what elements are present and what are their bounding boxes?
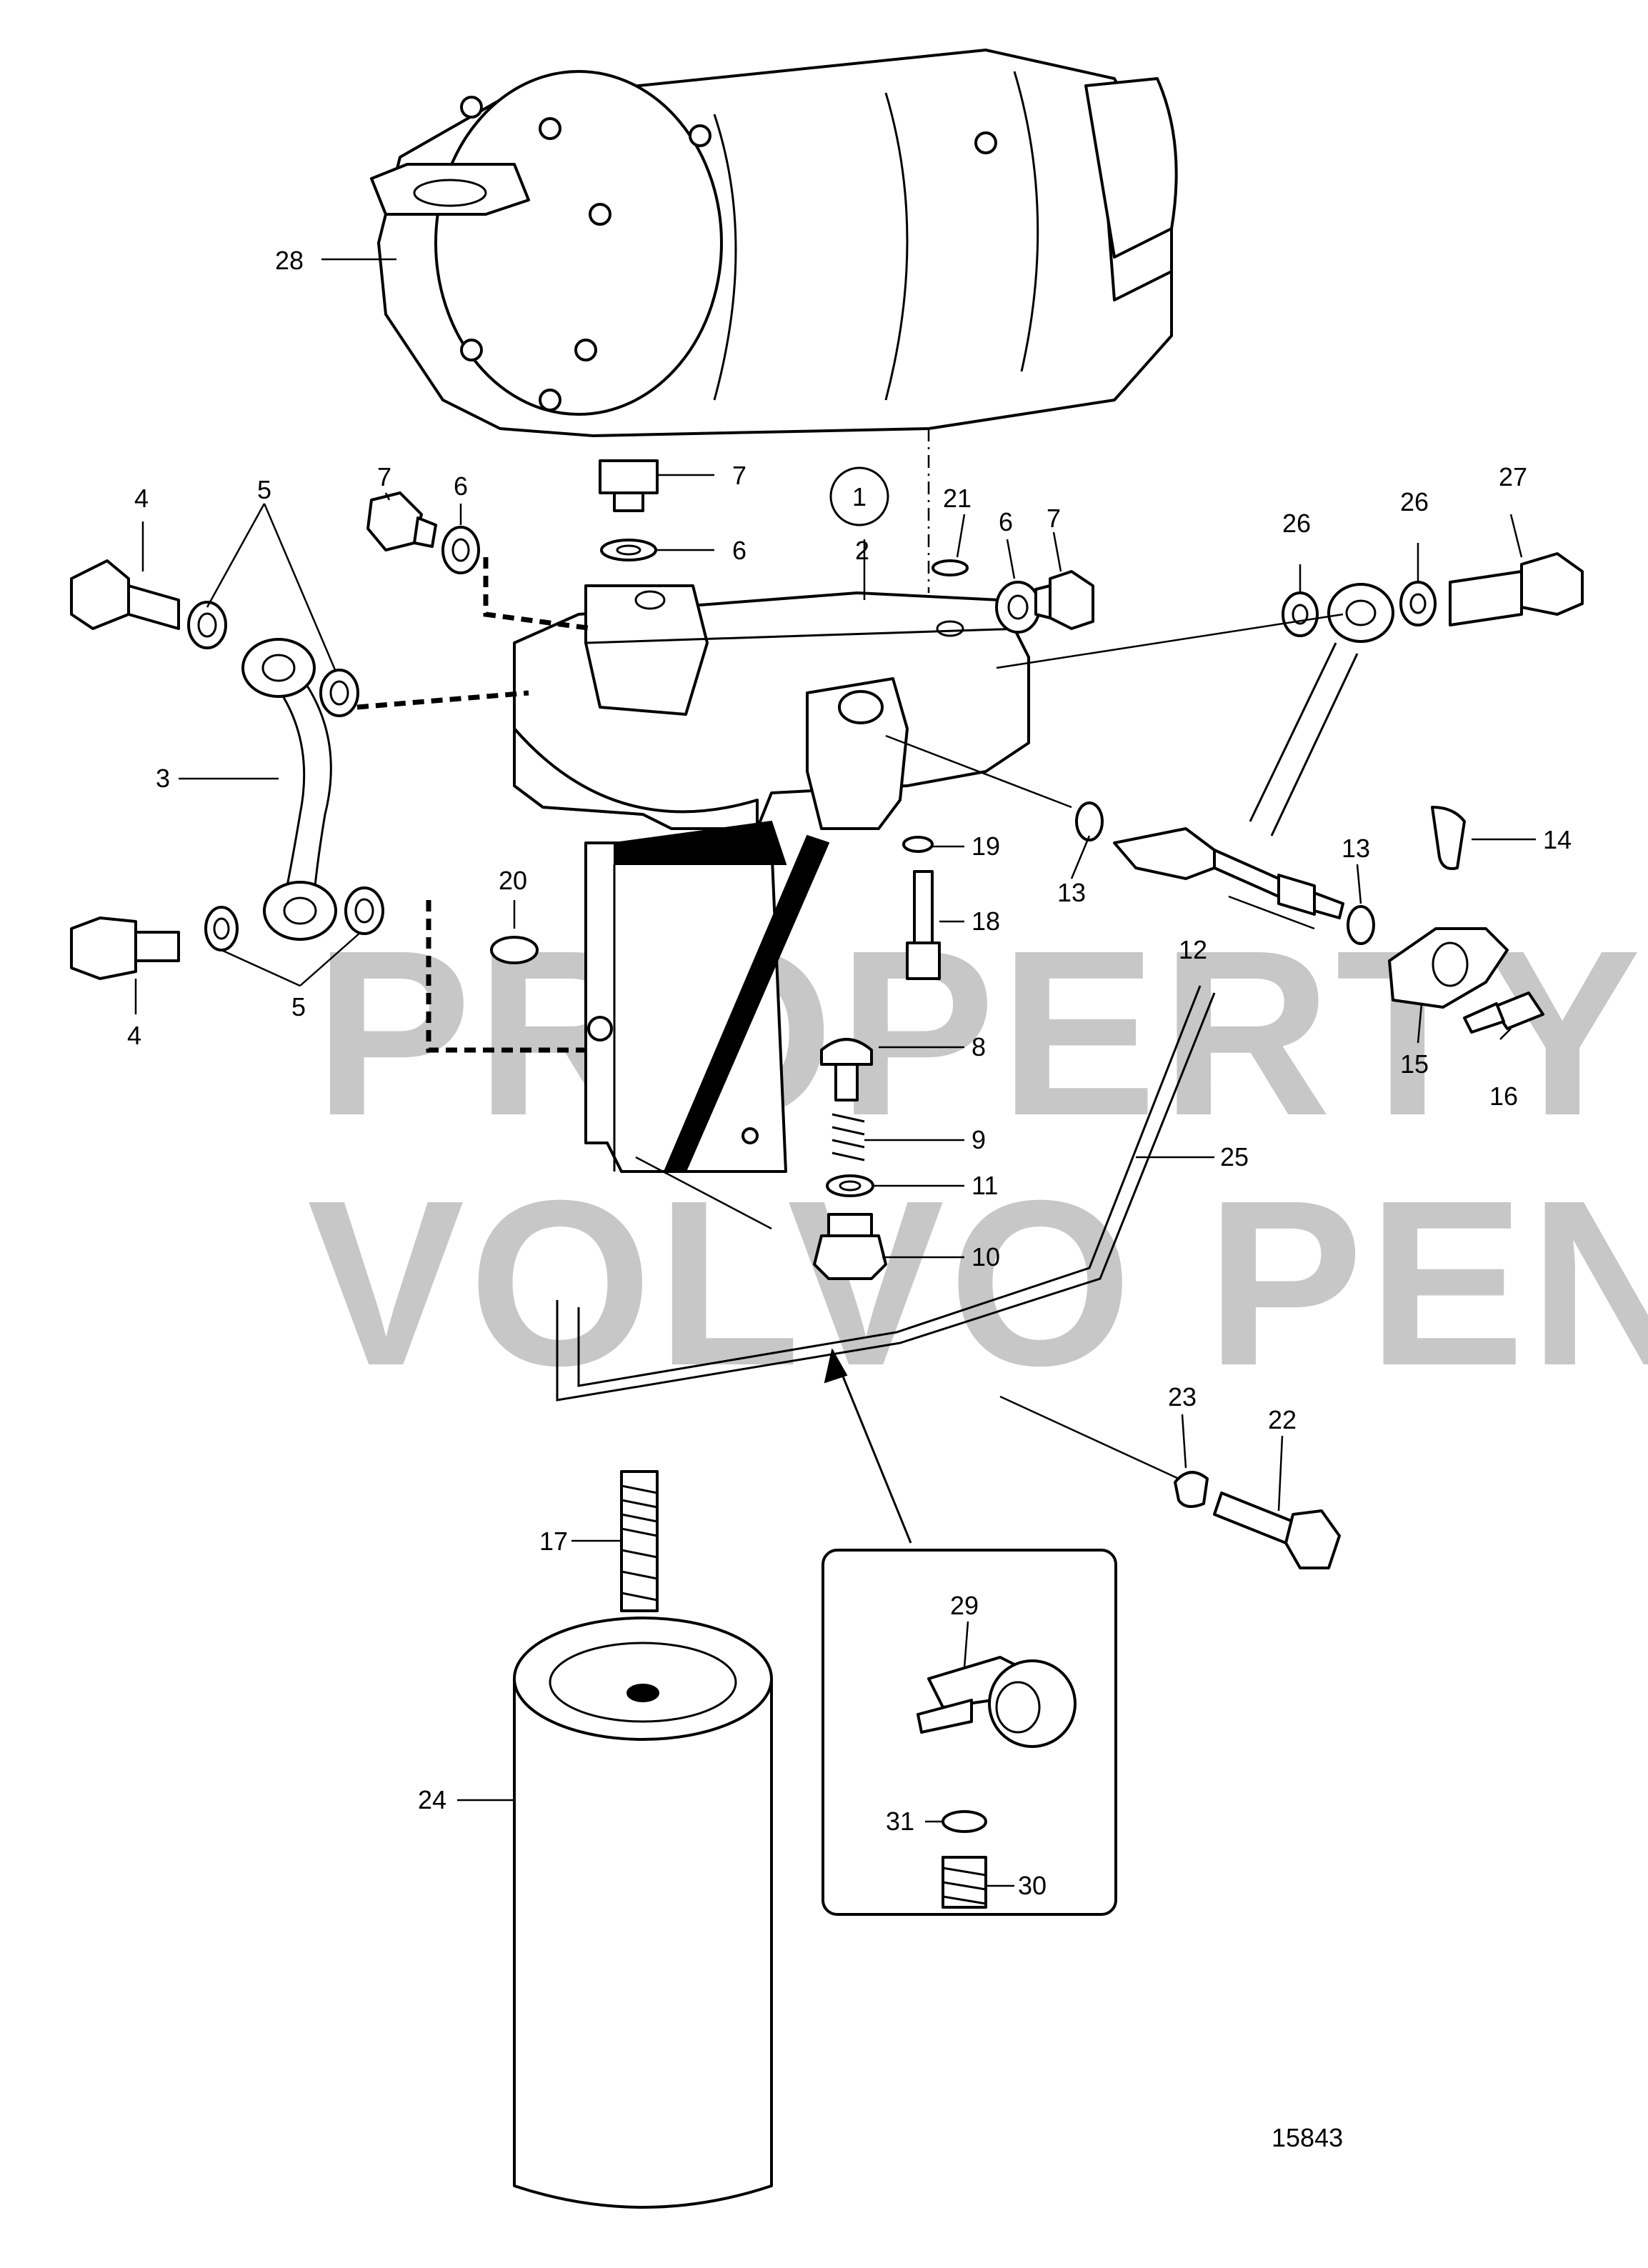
callout-10: 10 [972,1242,1000,1272]
callout-27: 27 [1499,462,1527,491]
callout-6c: 6 [999,507,1013,536]
callout-30: 30 [1018,1871,1047,1900]
callout-5a: 5 [257,475,271,504]
banjo-bolt-part-4b [70,916,180,980]
callout-6b: 6 [732,536,746,565]
circled-note-number: 1 [852,482,867,511]
watermark-line-2: VOLVO PENTA [307,1151,1648,1414]
screw-part-18 [906,870,941,980]
callout-5b: 5 [291,992,306,1021]
washer-part-6c [995,581,1041,634]
figure-number: 15843 [1272,2123,1343,2152]
callout-31: 31 [886,1807,914,1836]
washer-part-26a [1282,591,1319,637]
detail-inset [821,1549,1117,1916]
dashed-connector-top [483,557,594,631]
callout-14: 14 [1543,825,1572,854]
callout-21: 21 [943,484,972,513]
inset-arrow-head [824,1348,848,1384]
callout-3: 3 [156,764,170,793]
plug-part-7a [366,491,437,551]
flange-part-15 [1388,927,1509,1009]
callout-13a: 13 [1057,878,1086,907]
washer-part-26b [1399,581,1437,626]
callout-16: 16 [1489,1081,1518,1111]
washer-part-19 [902,836,934,853]
pipe-part-3 [241,638,337,941]
pipe-right [1249,583,1394,836]
washer-part-6b [600,539,657,561]
banjo-bolt-part-4a [70,559,180,630]
bolt-part-22 [1213,1492,1341,1569]
circled-note [829,466,889,526]
oil-filter-part-24 [513,1617,773,2209]
dashed-connector-lower [426,900,586,1053]
plug-part-7b [599,459,659,512]
callout-4a: 4 [134,484,149,513]
callout-26b: 26 [1400,487,1429,516]
screw-part-16 [1463,991,1544,1034]
banjo-bolt-part-27 [1449,552,1584,626]
clip-part-23 [1174,1471,1209,1508]
callout-7b: 7 [732,461,746,490]
callout-13b: 13 [1342,834,1370,863]
oil-cooler-part-28 [370,49,1178,437]
o-ring-part-20 [490,936,539,964]
callout-7c: 7 [1047,504,1061,533]
callout-24: 24 [418,1785,446,1814]
filter-bracket [584,820,830,1173]
callout-17: 17 [539,1527,568,1556]
plug-part-7c [1034,570,1094,630]
pipe-part-25 [556,985,1216,1402]
callout-2: 2 [855,536,869,565]
spring-part-9 [832,1113,865,1162]
callout-18: 18 [972,906,1000,936]
nipple-part-17 [620,1470,659,1612]
callout-7a: 7 [377,462,391,491]
leader-lines [134,258,1536,1887]
callout-28: 28 [275,246,304,275]
callout-8: 8 [972,1032,986,1061]
cotter-pin-part-14 [1431,806,1466,870]
callout-12: 12 [1179,935,1207,964]
callout-26a: 26 [1282,509,1311,538]
callout-11: 11 [972,1171,998,1200]
callout-29: 29 [950,1591,979,1620]
dashed-connector-upper [356,690,529,710]
piston-part-8 [820,1038,873,1101]
washers-part-5 [187,601,384,951]
filter-head-part-2 [513,584,1030,830]
o-ring-part-21 [932,559,969,576]
washer-part-11 [826,1174,874,1197]
callout-15: 15 [1400,1049,1429,1079]
o-ring-part-13a [1075,801,1104,841]
washer-part-6a [441,526,480,574]
callout-25: 25 [1220,1142,1249,1172]
callout-9: 9 [972,1125,986,1154]
o-ring-part-13b [1347,905,1375,945]
callout-19: 19 [972,831,1000,861]
plug-part-10 [813,1213,887,1280]
inset-arrow-line [831,1349,912,1544]
valve-part-12 [1113,827,1344,919]
callout-4b: 4 [127,1021,141,1050]
callout-23: 23 [1168,1382,1197,1412]
callout-20: 20 [499,866,527,895]
callout-6a: 6 [454,471,468,501]
callout-22: 22 [1268,1405,1297,1434]
